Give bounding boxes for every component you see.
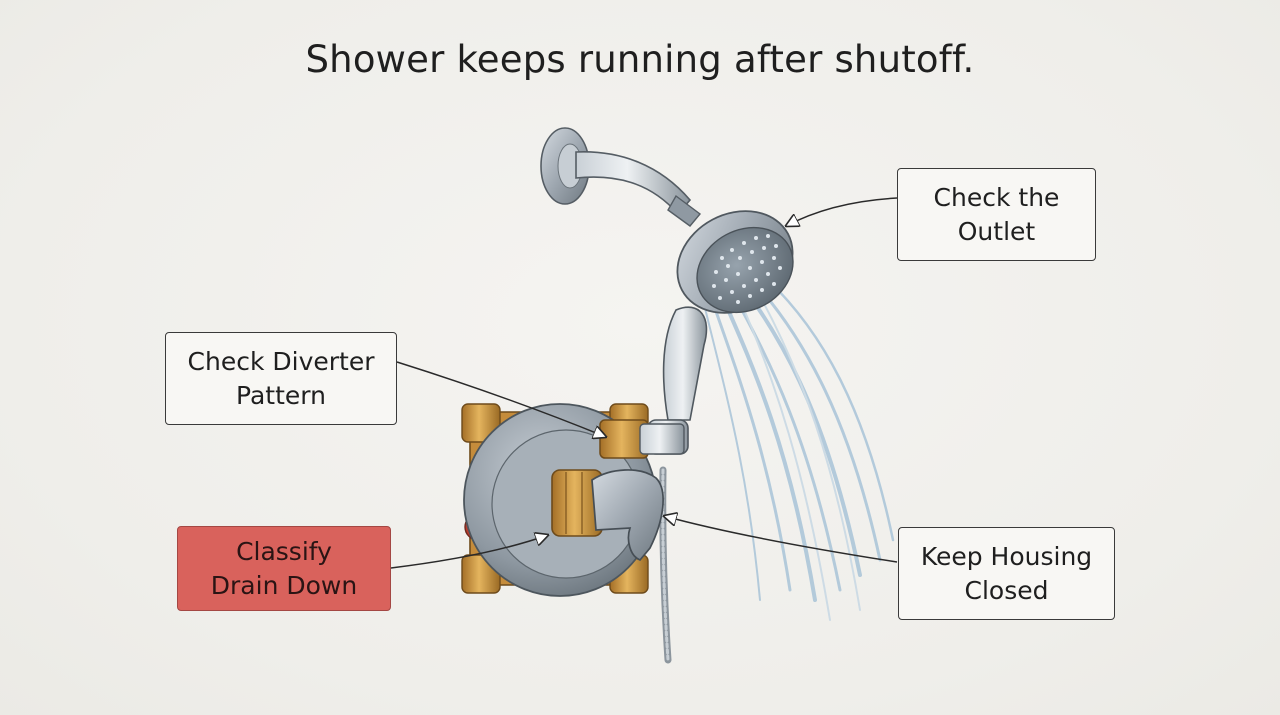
leader-lines	[390, 197, 898, 569]
label-check-diverter-pattern: Check Diverter Pattern	[165, 332, 397, 425]
leader-drain	[390, 535, 548, 569]
shower-arm	[540, 127, 702, 227]
shower-head	[676, 210, 794, 314]
leader-housing	[664, 516, 898, 563]
label-classify-drain-down: Classify Drain Down	[177, 526, 391, 611]
leader-outlet	[786, 197, 898, 226]
water-spray	[703, 278, 895, 621]
label-check-outlet: Check the Outlet	[897, 168, 1096, 261]
diverter-fitting	[599, 419, 685, 459]
diagram-title: Shower keeps running after shutoff.	[305, 38, 975, 81]
leader-diverter	[396, 361, 606, 437]
label-keep-housing-closed: Keep Housing Closed	[898, 527, 1115, 620]
